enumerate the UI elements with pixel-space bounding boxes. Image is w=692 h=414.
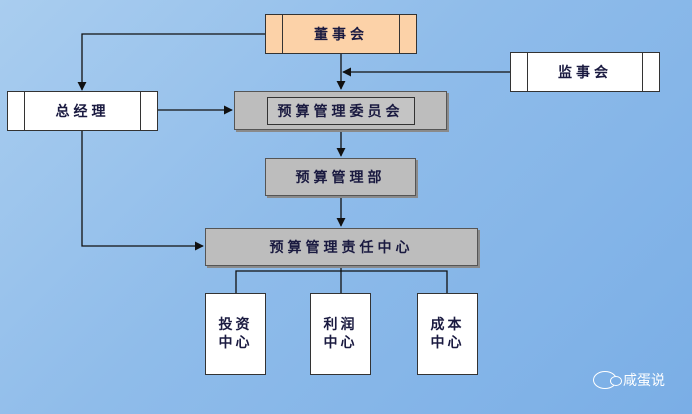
node-cost-center: 成本 中心 — [417, 293, 478, 375]
node-board: 董事会 — [265, 14, 417, 54]
node-cost-center-line1: 成本 — [430, 317, 465, 333]
link-gm-to-center — [81, 130, 204, 251]
node-investment-center-line2: 中心 — [218, 335, 253, 351]
node-profit-center-line1: 利润 — [323, 317, 358, 333]
node-budget-committee-label: 预算管理委员会 — [266, 96, 415, 125]
node-budget-dept: 预算管理部 — [265, 158, 416, 196]
node-general-manager-label: 总经理 — [55, 104, 110, 120]
node-general-manager: 总经理 — [7, 91, 158, 131]
node-profit-center-line2: 中心 — [323, 335, 358, 351]
link-board-to-gm — [77, 33, 265, 91]
watermark-text: 咸蛋说 — [623, 373, 665, 389]
node-supervisors-label: 监事会 — [558, 65, 612, 81]
node-supervisors: 监事会 — [510, 52, 660, 92]
node-responsibility-center-label: 预算管理责任中心 — [269, 240, 414, 256]
watermark: 咸蛋说 — [593, 370, 665, 390]
node-profit-center: 利润 中心 — [310, 293, 371, 375]
node-cost-center-line2: 中心 — [430, 335, 465, 351]
node-board-label: 董事会 — [314, 27, 368, 43]
node-investment-center: 投资 中心 — [205, 293, 266, 375]
node-budget-dept-label: 预算管理部 — [295, 170, 386, 186]
node-investment-center-line1: 投资 — [218, 317, 253, 333]
node-responsibility-center: 预算管理责任中心 — [205, 228, 478, 266]
chat-bubble-icon — [593, 371, 622, 389]
node-budget-committee: 预算管理委员会 — [234, 91, 447, 130]
